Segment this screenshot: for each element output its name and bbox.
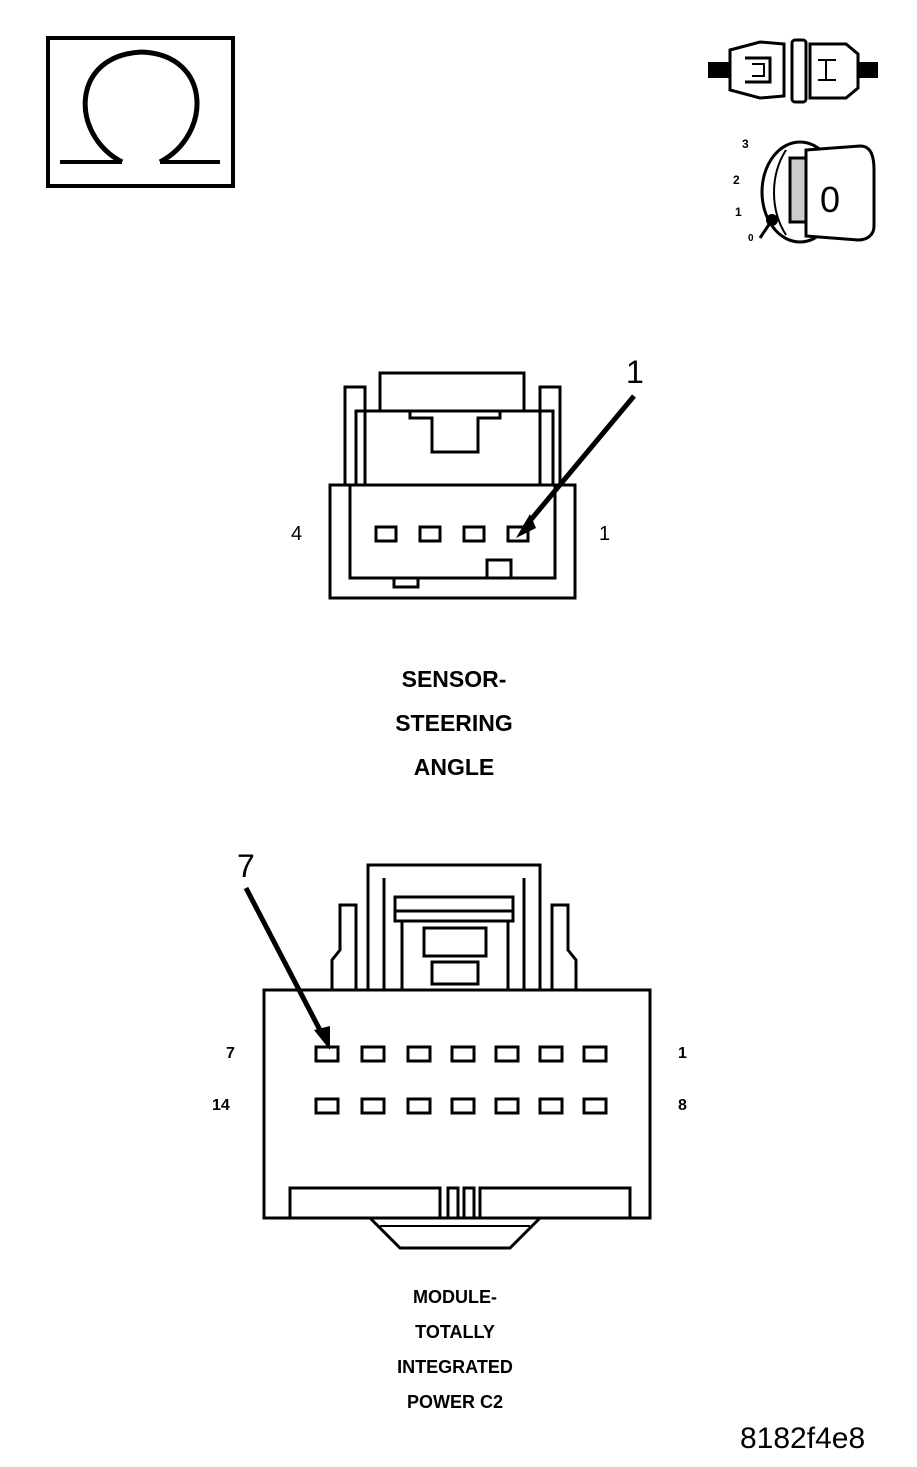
connector-disconnect-icon <box>708 38 878 104</box>
ignition-position-1: 1 <box>735 205 742 219</box>
sensor-pin-cavities <box>374 525 530 543</box>
tipm-row1-right-label: 1 <box>678 1045 687 1062</box>
tipm-name-line-2: TOTALLY <box>415 1322 495 1342</box>
sensor-name-line-3: ANGLE <box>413 754 495 780</box>
tipm-row1-left-label: 7 <box>226 1045 235 1062</box>
callout-arrow-pin-1 <box>516 394 636 538</box>
sensor-name-line-1: SENSOR- <box>401 666 507 692</box>
ignition-position-0: 0 <box>748 233 754 244</box>
sensor-steering-angle-connector <box>328 371 577 600</box>
tipm-name-line-3: INTEGRATED <box>397 1357 513 1377</box>
sensor-pin-label-right: 1 <box>599 523 611 545</box>
tipm-callout-number: 7 <box>237 848 255 884</box>
ignition-position-2: 2 <box>733 173 740 187</box>
sensor-name-line-2: STEERING <box>395 710 513 736</box>
tipm-pin-cavities-row2 <box>314 1097 608 1115</box>
sensor-pin-label-left: 4 <box>291 523 303 545</box>
tipm-name-line-4: POWER C2 <box>406 1392 504 1412</box>
tipm-c2-connector <box>262 863 652 1250</box>
ignition-key-mark: 0 <box>820 179 841 220</box>
tipm-pin-cavities-row1 <box>314 1045 608 1063</box>
tipm-row2-left-label: 14 <box>212 1097 230 1114</box>
figure-id: 8182f4e8 <box>740 1422 866 1455</box>
callout-arrow-pin-7 <box>243 886 330 1050</box>
tipm-name-line-1: MODULE- <box>413 1287 497 1307</box>
ignition-key-off-icon <box>758 140 876 244</box>
ignition-position-3: 3 <box>742 137 749 151</box>
ohm-meter-icon <box>46 36 235 188</box>
sensor-callout-number: 1 <box>626 354 644 390</box>
tipm-row2-right-label: 8 <box>678 1097 687 1114</box>
